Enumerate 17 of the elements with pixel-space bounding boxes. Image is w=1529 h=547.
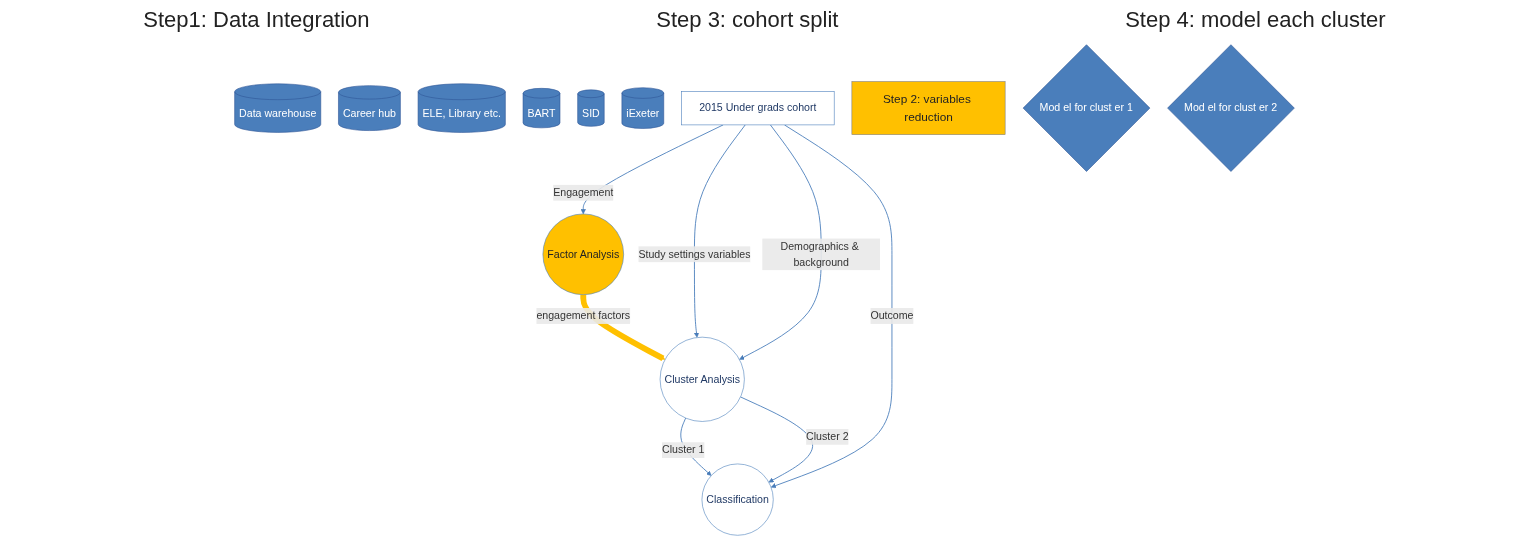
node-diamond: Mod el for clust er 2	[1167, 44, 1295, 172]
edge-label: Engagement	[553, 186, 614, 199]
node-circle: Cluster Analysis	[659, 336, 745, 422]
node-box: 2015 Under grads cohort	[681, 91, 835, 126]
step-heading: Step 4: model each cluster	[1125, 7, 1386, 33]
edge-label: Outcome	[870, 309, 914, 322]
edge-label: Cluster 1	[662, 443, 705, 456]
edge-label: Study settings variables	[638, 248, 751, 260]
step-heading: Step1: Data Integration	[143, 7, 370, 33]
node-diamond: Mod el for clust er 1	[1022, 44, 1151, 172]
edge-label: Demographics & background	[780, 240, 859, 268]
node-box: Step 2: variables reduction	[851, 81, 1006, 135]
node-circle: Factor Analysis	[542, 213, 624, 295]
edge-label: engagement factors	[536, 309, 631, 322]
edge-label: Cluster 2	[806, 430, 849, 443]
node-circle: Classification	[701, 463, 774, 536]
step-heading: Step 3: cohort split	[656, 7, 839, 33]
